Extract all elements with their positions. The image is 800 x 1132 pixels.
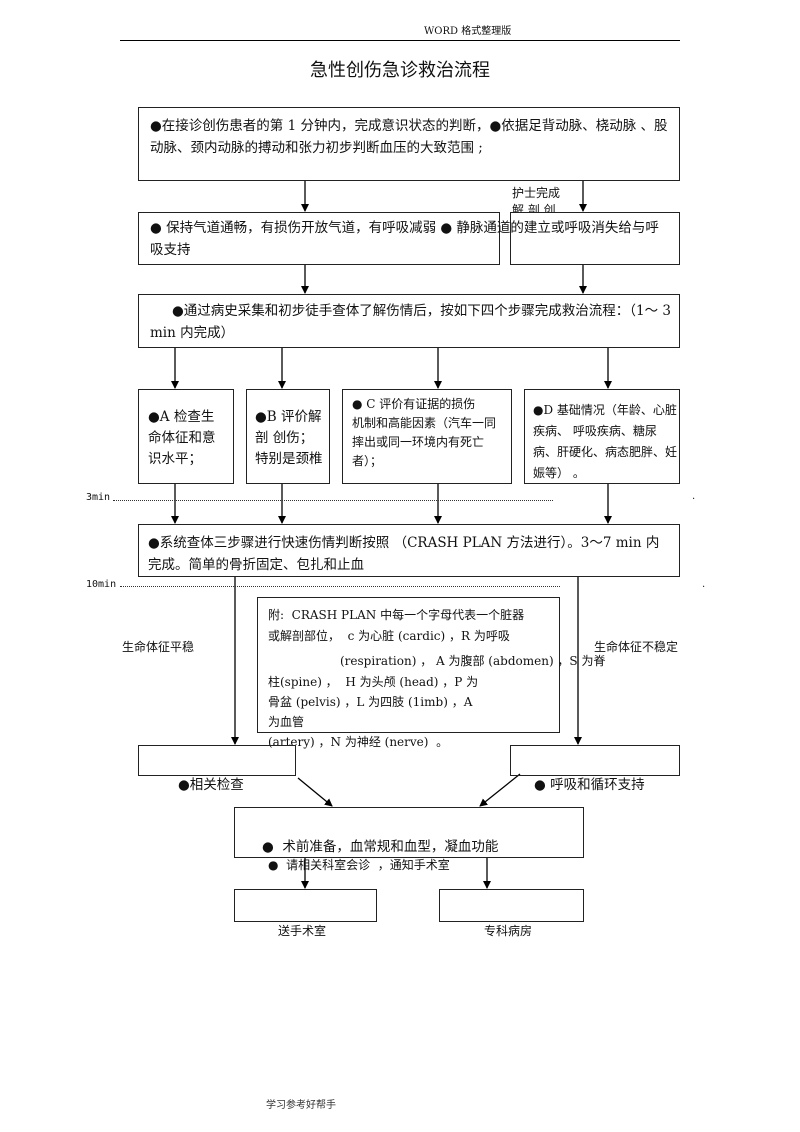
marker-3min: 3min: [86, 492, 111, 503]
step-d-box: [524, 389, 680, 484]
related-check-box: [138, 745, 296, 776]
marker-dot-2: .: [702, 579, 706, 590]
crash-plan-text: ●系统查体三步骤进行快速伤情判断按照 （CRASH PLAN 方法进行）。3～7…: [148, 535, 660, 573]
footer-text: 学习参考好帮手: [266, 1100, 336, 1111]
note-line7: (artery) ，N 为神经 (nerve) 。: [268, 735, 449, 749]
step-b-text: ●B 评价解 剖 创伤；特别是颈椎: [255, 409, 326, 467]
note-line3: (respiration) ， A 为腹部 (abdomen) ，S 为脊: [340, 654, 606, 668]
initial-assessment-text: ●在接诊创伤患者的第 1 分钟内，完成意识状态的判断，●依据足背动脉、桡动脉 、…: [150, 118, 668, 156]
divider-3min: [113, 500, 553, 501]
resp-support-label: ● 呼吸和循环支持: [534, 777, 645, 793]
preop-line2: ● 请相关科室会诊 ，通知手术室: [268, 858, 450, 872]
related-check-label: ●相关检查: [178, 777, 244, 793]
arrow-related-to-preop: [297, 777, 333, 807]
step-d-text: ●D 基础情况（年龄、心脏疾病、 呼吸疾病、糖尿病、肝硬化、病态肥胖、妊娠等） …: [533, 403, 678, 480]
history-exam-box: [138, 294, 680, 348]
initial-assessment-box: [138, 107, 680, 181]
step-c-text: ● C 评价有证据的损伤 机制和高能因素（汽车一同摔出或同一环境内有死亡者）；: [352, 397, 497, 468]
to-operating-room-label: 送手术室: [278, 924, 327, 938]
arrow-support-to-preop: [479, 773, 521, 807]
iv-access-box: [510, 212, 680, 265]
step-a-text: ●A 检查生命体征和意识水平；: [148, 409, 216, 467]
note-line2: 或解剖部位， c 为心脏 (cardic) ，R 为呼吸: [268, 629, 510, 643]
crash-plan-note-box: [257, 597, 560, 733]
step-c-box: [342, 389, 512, 484]
step-a-box: [138, 389, 234, 484]
header-rule: [120, 40, 680, 41]
to-operating-room-box: [234, 889, 377, 922]
page-title: 急性创伤急诊救治流程: [310, 60, 490, 81]
unstable-label: 生命体征不稳定: [594, 640, 679, 654]
note-line6: 为血管: [268, 715, 305, 729]
stable-label: 生命体征平稳: [122, 640, 195, 654]
step-b-box: [246, 389, 330, 484]
marker-dot-1: .: [692, 491, 696, 502]
nurse-note-line1: 护士完成: [512, 186, 561, 200]
preop-line1: ● 术前准备，血常规和血型，凝血功能: [262, 839, 499, 855]
preop-box: [234, 807, 584, 858]
airway-box: [138, 212, 500, 265]
specialty-ward-label: 专科病房: [484, 924, 533, 938]
resp-support-box: [510, 745, 680, 776]
note-line5: 骨盆 (pelvis) ，L 为四肢 (1imb) ，A: [268, 695, 473, 709]
doc-header: WORD 格式整理版: [424, 26, 512, 37]
marker-10min: 10min: [86, 579, 117, 590]
note-line4: 柱(spine) ， H 为头颅 (head) ，P 为: [268, 675, 479, 689]
crash-plan-box: [138, 524, 680, 577]
divider-10min: [120, 586, 560, 587]
note-line1: 附: CRASH PLAN 中每一个字母代表一个脏器: [268, 608, 525, 622]
history-exam-text: ●通过病史采集和初步徒手查体了解伤情后，按如下四个步骤完成救治流程：（1～ 3 …: [150, 303, 671, 341]
airway-text: ● 保持气道通畅，有损伤开放气道，有呼吸减弱 ● 静脉通道的建立或呼吸消失给与呼…: [150, 220, 659, 258]
specialty-ward-box: [439, 889, 584, 922]
